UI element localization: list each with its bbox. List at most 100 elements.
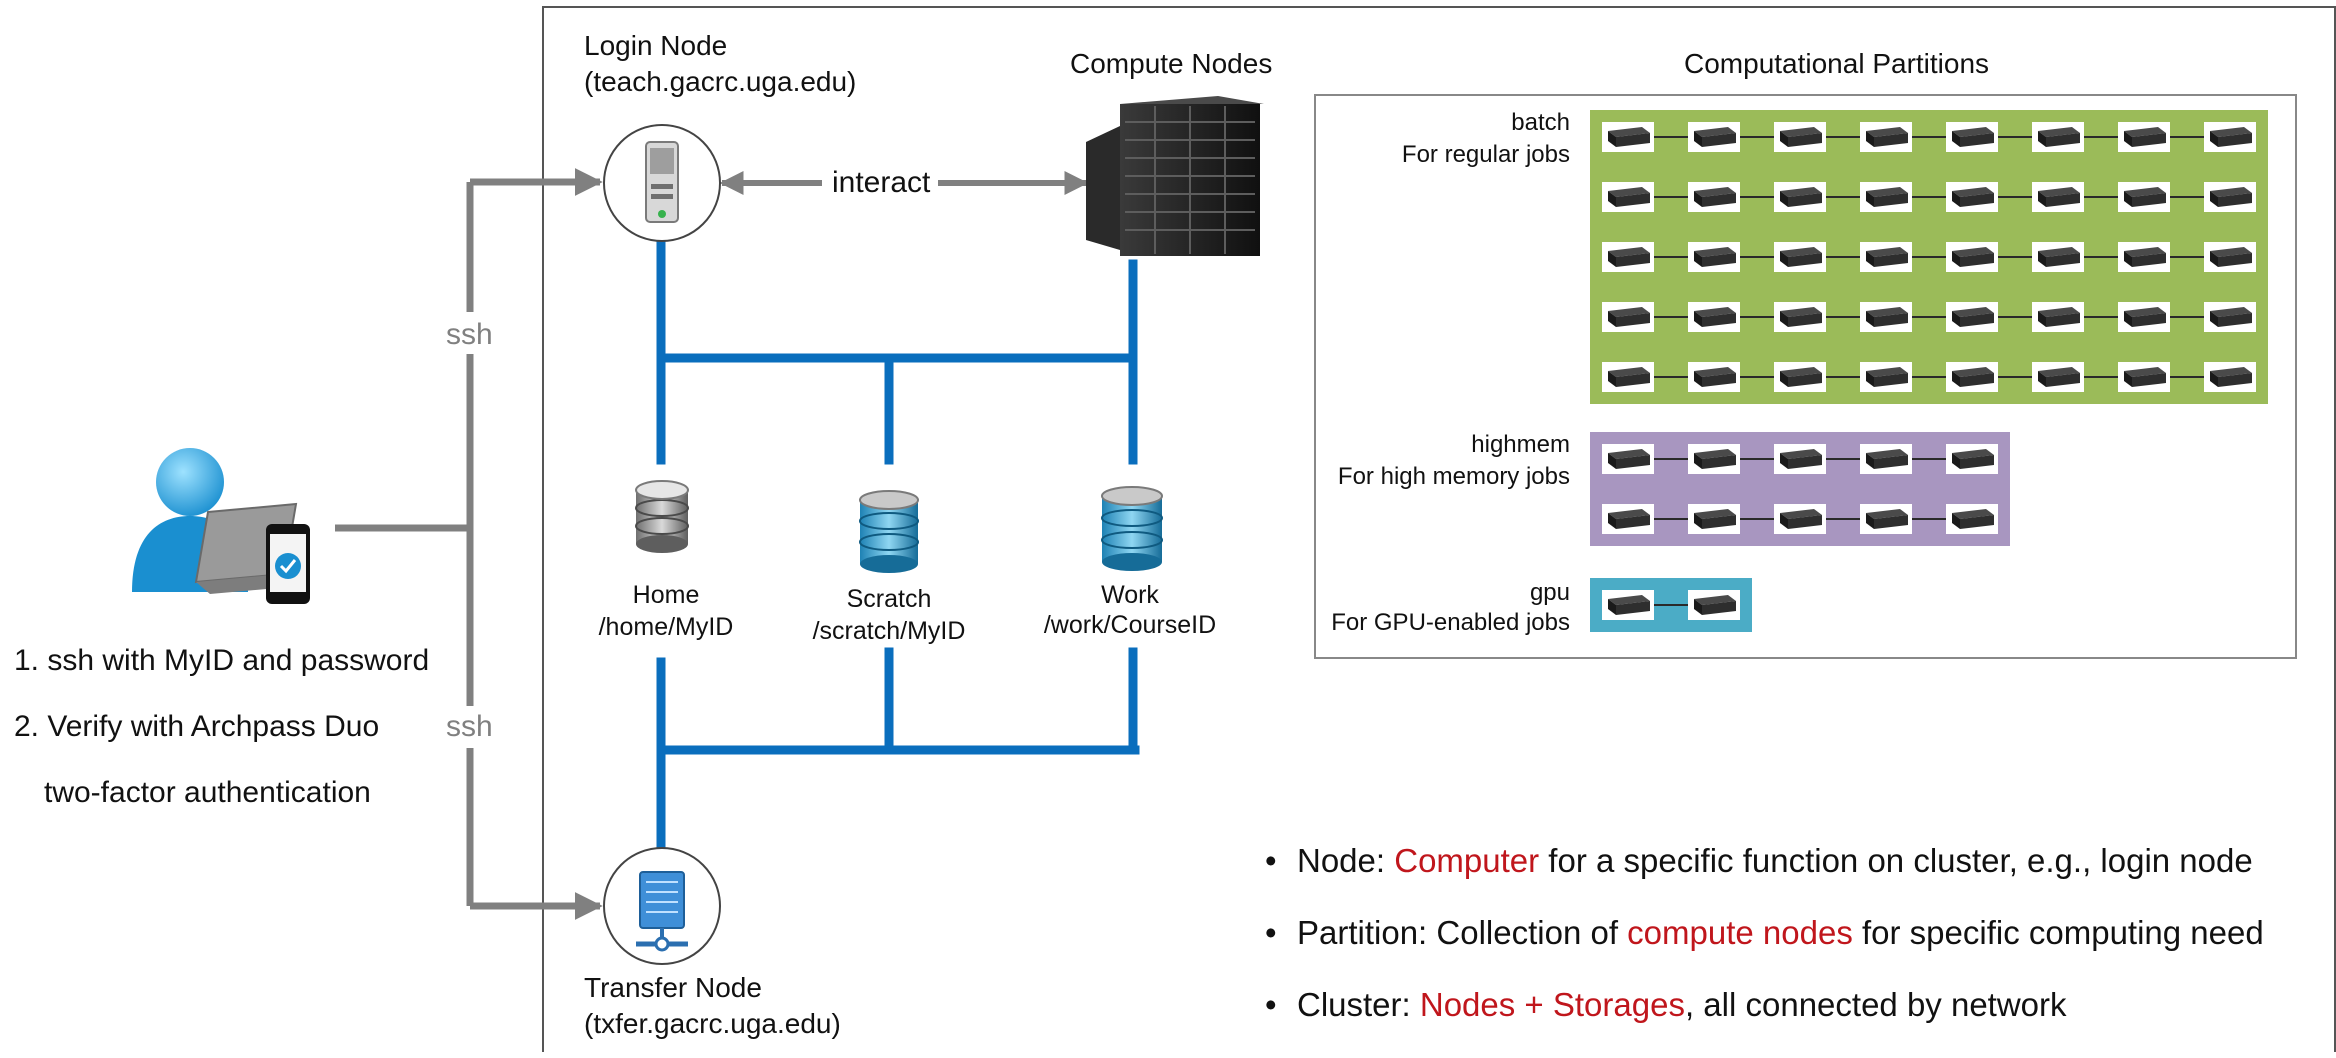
gpu-partition-desc: For GPU-enabled jobs bbox=[1331, 609, 1570, 636]
compute-node-icon bbox=[1774, 444, 1826, 474]
compute-node-icon bbox=[1602, 122, 1654, 152]
compute-node-icon bbox=[1602, 504, 1654, 534]
compute-node-icon bbox=[1774, 182, 1826, 212]
compute-node-icon bbox=[1946, 242, 1998, 272]
transfer-node-title: Transfer Node bbox=[584, 972, 762, 1003]
definition-highlight: Computer bbox=[1394, 842, 1540, 879]
transfer-node-icon bbox=[603, 847, 721, 965]
compute-node-icon bbox=[1774, 122, 1826, 152]
login-step-1: 1. ssh with MyID and password bbox=[14, 644, 430, 677]
definition-text: Cluster: bbox=[1297, 986, 1420, 1023]
transfer-node-host: (txfer.gacrc.uga.edu) bbox=[584, 1008, 841, 1039]
definition-highlight: Nodes + Storages bbox=[1419, 986, 1685, 1023]
compute-node-icon bbox=[2204, 362, 2256, 392]
compute-node-icon bbox=[1946, 122, 1998, 152]
compute-node-icon bbox=[1602, 182, 1654, 212]
partitions-title: Computational Partitions bbox=[1684, 48, 1990, 79]
compute-node-icon bbox=[1688, 504, 1740, 534]
scratch-storage-name: Scratch bbox=[846, 585, 932, 613]
batch-partition-name: batch bbox=[1511, 109, 1570, 136]
definition-text: for a specific function on cluster, e.g.… bbox=[1539, 842, 2253, 879]
definition-node: Node: Computer for a specific function o… bbox=[1265, 842, 2264, 914]
compute-node-icon bbox=[2204, 122, 2256, 152]
scratch-storage-path: /scratch/MyID bbox=[812, 617, 966, 645]
compute-node-icon bbox=[1688, 444, 1740, 474]
definition-partition: Partition: Collection of compute nodes f… bbox=[1265, 914, 2264, 986]
definition-text: , all connected by network bbox=[1684, 986, 2067, 1023]
definition-text: Node: bbox=[1297, 842, 1395, 879]
compute-node-icon bbox=[1946, 302, 1998, 332]
compute-node-icon bbox=[1774, 302, 1826, 332]
compute-nodes-title: Compute Nodes bbox=[1070, 48, 1273, 79]
work-storage-icon bbox=[1101, 486, 1163, 571]
home-storage-path: /home/MyID bbox=[598, 613, 734, 641]
compute-node-icon bbox=[1946, 444, 1998, 474]
ssh-label-bg bbox=[444, 312, 496, 354]
cluster-frame bbox=[542, 6, 2336, 1052]
compute-node-icon bbox=[1946, 504, 1998, 534]
compute-node-icon bbox=[2118, 182, 2170, 212]
compute-node-icon bbox=[1774, 504, 1826, 534]
compute-node-icon bbox=[1602, 590, 1654, 620]
work-storage-name: Work bbox=[1101, 581, 1159, 609]
scratch-storage-icon bbox=[859, 490, 919, 573]
compute-node-icon bbox=[1946, 182, 1998, 212]
compute-node-icon bbox=[1860, 182, 1912, 212]
highmem-partition-desc: For high memory jobs bbox=[1337, 463, 1570, 490]
login-node-icon bbox=[603, 124, 721, 242]
compute-node-icon bbox=[1860, 242, 1912, 272]
compute-node-icon bbox=[1860, 362, 1912, 392]
login-step-2: 2. Verify with Archpass Duo bbox=[14, 710, 380, 743]
compute-node-icon bbox=[2032, 362, 2084, 392]
compute-node-icon bbox=[2118, 362, 2170, 392]
partitions-frame bbox=[1314, 94, 2297, 659]
compute-node-icon bbox=[1688, 362, 1740, 392]
work-storage-path: /work/CourseID bbox=[1043, 611, 1217, 639]
compute-node-icon bbox=[1688, 122, 1740, 152]
ssh-connector bbox=[335, 168, 603, 920]
compute-node-icon bbox=[2204, 182, 2256, 212]
compute-node-icon bbox=[1688, 590, 1740, 620]
home-storage-name: Home bbox=[632, 581, 700, 609]
compute-node-icon bbox=[1602, 444, 1654, 474]
ssh-label-bg bbox=[444, 706, 496, 748]
login-node-title: Login Node bbox=[584, 30, 728, 61]
compute-node-icon bbox=[2032, 242, 2084, 272]
compute-node-icon bbox=[1602, 362, 1654, 392]
compute-node-icon bbox=[1602, 242, 1654, 272]
compute-node-icon bbox=[2118, 122, 2170, 152]
compute-node-icon bbox=[1602, 302, 1654, 332]
compute-node-icon bbox=[1774, 242, 1826, 272]
gpu-partition-name: gpu bbox=[1529, 579, 1570, 606]
definition-cluster: Cluster: Nodes + Storages, all connected… bbox=[1265, 986, 2264, 1058]
ssh-label-top: ssh bbox=[446, 318, 493, 351]
compute-node-icon bbox=[1860, 444, 1912, 474]
batch-partition-desc: For regular jobs bbox=[1401, 141, 1570, 168]
compute-node-icon bbox=[1688, 302, 1740, 332]
compute-node-icon bbox=[2204, 302, 2256, 332]
compute-nodes-icon bbox=[1086, 96, 1264, 256]
compute-node-icon bbox=[2032, 182, 2084, 212]
compute-node-icon bbox=[2032, 302, 2084, 332]
compute-node-icon bbox=[1688, 182, 1740, 212]
compute-node-icon bbox=[1688, 242, 1740, 272]
home-storage-icon bbox=[635, 480, 689, 553]
compute-node-icon bbox=[1860, 504, 1912, 534]
network-lines bbox=[656, 241, 1140, 855]
compute-node-icon bbox=[2118, 302, 2170, 332]
ssh-label-bottom: ssh bbox=[446, 710, 493, 743]
compute-node-icon bbox=[1946, 362, 1998, 392]
highmem-partition-name: highmem bbox=[1471, 431, 1570, 458]
compute-node-icon bbox=[2204, 242, 2256, 272]
phone-check-icon bbox=[266, 524, 310, 604]
compute-node-icon bbox=[2118, 242, 2170, 272]
login-step-2-continued: two-factor authentication bbox=[44, 776, 371, 809]
definition-text: for specific computing need bbox=[1852, 914, 2264, 951]
compute-node-icon bbox=[2032, 122, 2084, 152]
definition-text: Partition: Collection of bbox=[1297, 914, 1628, 951]
login-node-host: (teach.gacrc.uga.edu) bbox=[584, 66, 857, 97]
definition-highlight: compute nodes bbox=[1627, 914, 1853, 951]
